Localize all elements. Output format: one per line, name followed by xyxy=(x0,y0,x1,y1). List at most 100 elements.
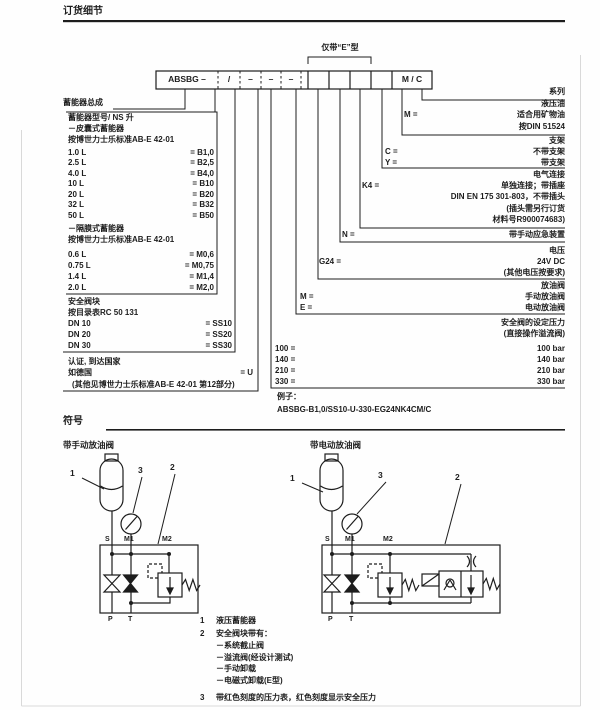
callout-leaders xyxy=(81,473,176,545)
orifice-icon xyxy=(472,555,477,568)
port-label-m2: M2 xyxy=(383,536,393,543)
legend-item-num: 2 xyxy=(200,629,205,638)
accumulator-symbol xyxy=(319,458,344,512)
order-code-box xyxy=(155,56,433,90)
orifice-icon xyxy=(466,555,471,568)
legend-sub-item: －系统截止阀 xyxy=(216,641,264,650)
bladder-row: 1.0 L= B1,0 xyxy=(68,148,214,157)
bladder-line xyxy=(100,485,123,491)
electrical-line1: 单独连接；带插座 xyxy=(501,181,565,190)
port-label-s: S xyxy=(105,536,110,543)
drain-row-label: 手动放油阀 xyxy=(525,292,565,301)
gauge-needle xyxy=(125,516,138,530)
bladder-line xyxy=(320,485,343,491)
example-code: ABSBG-B1,0/SS10-U-330-EG24NK4CM/C xyxy=(277,405,432,414)
callout-leaders xyxy=(301,481,462,545)
bracket-row-label: 不带支架 xyxy=(533,147,565,156)
port-label-p: P xyxy=(328,616,333,623)
solenoid-valve-body xyxy=(438,570,484,598)
pressure-gauge-icon xyxy=(341,513,363,535)
manual-drain-valve-icon xyxy=(343,574,361,593)
shutoff-valve-icon xyxy=(322,574,342,593)
bracket-heading: 支架 xyxy=(549,136,565,145)
code-cell-slash: / xyxy=(227,74,231,84)
assembly-label: 蓄能器总成 xyxy=(63,98,103,107)
voltage-note: (其他电压按要求) xyxy=(503,268,565,277)
legend-item-text: 液压蓄能器 xyxy=(216,616,256,625)
port-label-t: T xyxy=(128,616,133,623)
manual-drain-diagram xyxy=(81,453,201,614)
e-type-bracket xyxy=(307,56,372,64)
manual-diagram-title: 带手动放油阀 xyxy=(63,440,115,450)
cert-heading: 认证, 到达国家 xyxy=(68,357,121,366)
safety-row: DN 30= SS30 xyxy=(68,341,232,350)
cert-note: (其他见博世力士乐标准AB-E 42-01 第12部分) xyxy=(72,380,235,389)
port-label-p: P xyxy=(108,616,113,623)
safety-valve-block xyxy=(99,544,199,614)
pressure-row-label: 330 bar xyxy=(536,377,565,386)
bladder-standard: 按博世力士乐标准AB-E 42-01 xyxy=(68,135,175,144)
bladder-row: 32 L= B32 xyxy=(68,200,214,209)
header-rule xyxy=(63,20,565,23)
electrical-line3: (插头需另行订货 xyxy=(506,204,565,213)
pressure-row-label: 210 bar xyxy=(536,366,565,375)
bracket-row-code: C = xyxy=(385,147,398,156)
accumulator-symbol xyxy=(99,458,124,512)
solenoid-icon xyxy=(421,573,440,587)
page-title: 订货细节 xyxy=(63,6,103,17)
symbols-title: 符号 xyxy=(63,416,83,427)
oil-heading: 液压油 xyxy=(541,99,565,108)
electrical-heading: 电气连接 xyxy=(533,170,565,179)
bladder-row: 50 L= B50 xyxy=(68,211,214,220)
electric-drain-diagram xyxy=(301,453,501,614)
emergency-label: 带手动应急装置 xyxy=(509,230,565,239)
example-label: 例子： xyxy=(277,392,301,401)
spring-icon xyxy=(401,577,420,593)
port-label-s: S xyxy=(325,536,330,543)
spring-icon xyxy=(181,577,201,593)
bladder-row: 20 L= B20 xyxy=(68,190,214,199)
legend-item-num: 3 xyxy=(200,693,205,702)
bracket-row-code: Y = xyxy=(385,158,398,167)
bladder-heading: －皮囊式蓄能器 xyxy=(68,124,124,133)
callout-3: 3 xyxy=(378,470,383,480)
oil-code: M = xyxy=(404,110,418,119)
electrical-code: K4 = xyxy=(362,181,380,190)
callout-1: 1 xyxy=(70,468,75,478)
drain-row-code: M = xyxy=(300,292,314,301)
pressure-heading: 安全阀的设定压力 xyxy=(501,318,565,327)
diaphragm-heading: －隔膜式蓄能器 xyxy=(68,224,124,233)
pressure-gauge-icon xyxy=(120,513,142,535)
pressure-row-label: 140 bar xyxy=(536,355,565,364)
voltage-code: G24 = xyxy=(319,257,342,266)
legend-sub-item: －溢流阀(经设计测试) xyxy=(216,653,294,662)
accumulator-gas-cap xyxy=(324,453,339,462)
electrical-line4: 材料号R900074683) xyxy=(492,215,565,224)
e-type-bracket-label: 仅带“E”型 xyxy=(321,43,359,52)
cert-row: 如德国= U xyxy=(68,368,253,377)
drain-heading: 放油阀 xyxy=(541,281,565,290)
code-cell-suffix: M / C xyxy=(401,74,423,84)
port-label-t: T xyxy=(349,616,354,623)
safety-valve-block xyxy=(321,544,501,614)
voltage-value: 24V DC xyxy=(536,257,565,266)
safety-row: DN 20= SS20 xyxy=(68,330,232,339)
code-cell-dash: – xyxy=(268,74,274,84)
legend-sub-item: －电磁式卸载(E型) xyxy=(216,676,283,685)
electrical-line2: DIN EN 175 301-803，不带插头 xyxy=(450,192,565,201)
shutoff-valve-icon xyxy=(102,574,122,593)
relief-valve-icon xyxy=(377,572,403,598)
gauge-needle xyxy=(346,516,359,530)
oil-line2: 按DIN 51524 xyxy=(518,122,565,131)
pressure-row-code: 140 = xyxy=(275,355,296,364)
pilot-line xyxy=(147,563,163,579)
diaphragm-row: 0.75 L= M0,75 xyxy=(68,261,214,270)
manual-drain-valve-icon xyxy=(122,574,139,593)
safety-row: DN 10= SS10 xyxy=(68,319,232,328)
code-cell-dash: – xyxy=(288,74,294,84)
pilot-line xyxy=(367,563,383,579)
pressure-row-code: 210 = xyxy=(275,366,296,375)
drain-row-label: 电动放油阀 xyxy=(525,303,565,312)
callout-2: 2 xyxy=(170,462,175,472)
bladder-row: 10 L= B10 xyxy=(68,179,214,188)
